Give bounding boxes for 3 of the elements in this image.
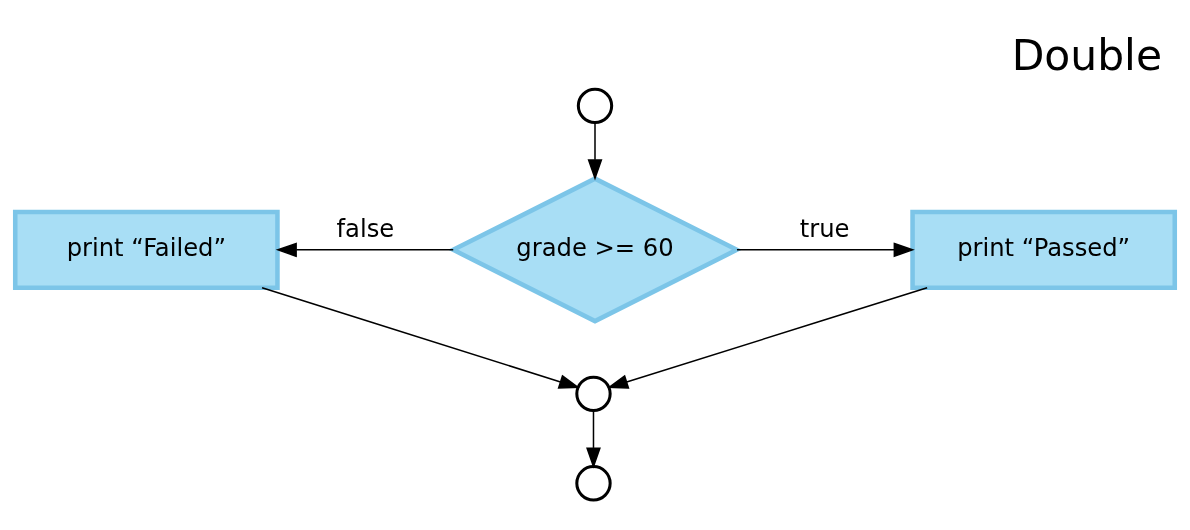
edge-label: false — [336, 214, 395, 244]
diagram-title: Double — [1011, 31, 1163, 81]
edge-label: true — [799, 214, 850, 244]
